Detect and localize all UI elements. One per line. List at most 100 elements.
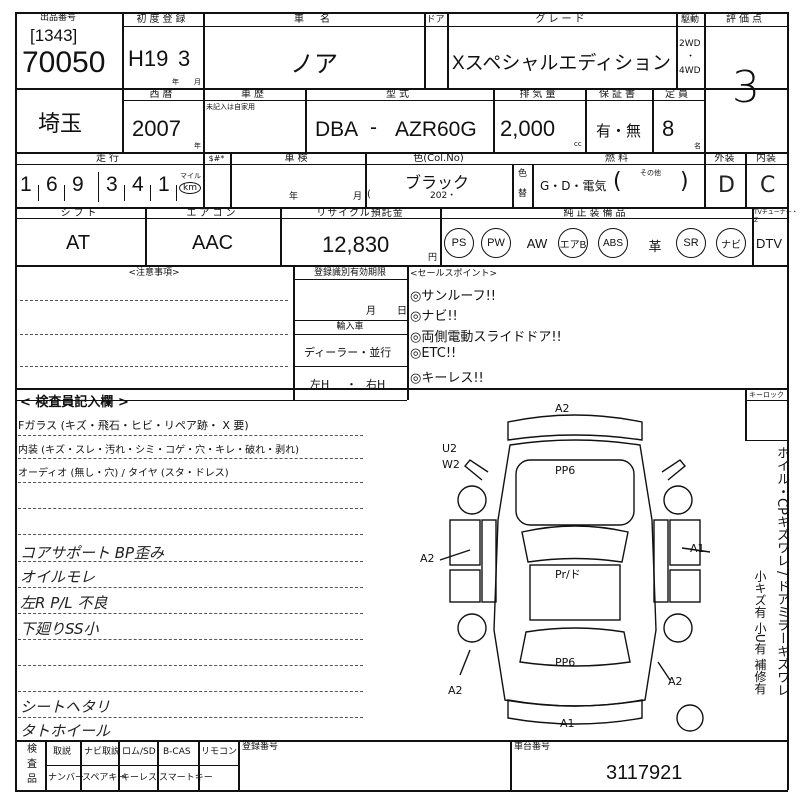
damage-mark: Pr/ド	[555, 568, 581, 581]
model-name-header: 車 名	[294, 14, 333, 25]
registration-expiry-day: 日	[397, 306, 407, 317]
inspector-line	[18, 534, 363, 535]
drive-2wd: 2WD	[679, 39, 701, 49]
damage-mark: A1	[690, 542, 705, 555]
import-right-handle: 右H	[366, 378, 386, 391]
damage-mark: A2	[668, 675, 683, 688]
lot-number-header: 出品番号	[40, 13, 77, 23]
import-left-handle: 左H	[310, 378, 330, 391]
sales-point: ◎キーレス!!	[410, 371, 484, 386]
damage-mark: U2	[442, 442, 457, 455]
import-dealer: ディーラー・並行	[304, 346, 392, 359]
region: 埼玉	[38, 111, 83, 136]
damage-mark: A1	[560, 717, 575, 730]
capacity: 8	[662, 116, 675, 141]
equipment-header: 純正装備品	[563, 208, 629, 219]
inspect-header-char: 検	[27, 744, 37, 755]
mileage-digit: 1	[20, 173, 32, 196]
registration-expiry-header: 登録識別有効期限	[313, 268, 386, 278]
inspector-line	[18, 639, 363, 640]
inspection-year-unit: 年	[289, 192, 299, 202]
drive-4wd: 4WD	[679, 66, 701, 76]
mileage-unit-km: km	[179, 182, 201, 194]
fuel-paren-open: (	[613, 169, 622, 194]
color-change-2: 替	[518, 189, 528, 199]
inspector-line	[18, 665, 363, 666]
fuel-paren-close: )	[680, 169, 689, 194]
chassis-number-header: 車台番号	[514, 742, 551, 752]
inspector-line	[18, 561, 363, 562]
mileage-digit: 4	[132, 173, 144, 196]
inspector-title: < 検査員記入欄 >	[20, 395, 129, 410]
footer-item: B-CAS	[163, 747, 191, 757]
aircon: AAC	[192, 232, 234, 254]
sales-point: ◎サンルーフ!!	[410, 289, 496, 304]
equipment-sunroof: SR	[676, 228, 706, 258]
caution-line	[20, 366, 288, 367]
side-note: 小キズ有 小U有 補修有	[753, 570, 767, 695]
lot-code: [1343]	[30, 26, 78, 45]
door-header: ドア	[426, 15, 445, 25]
displacement-unit: cc	[574, 140, 582, 148]
interior-condition-line: 内装 (キズ・スレ・汚れ・シミ・コゲ・穴・キレ・破れ・剥れ)	[18, 445, 299, 456]
inspection-header: 車検	[284, 153, 311, 164]
shift: AT	[66, 232, 91, 254]
mileage-digit: 1	[158, 173, 170, 196]
interior-header: 内装	[756, 153, 776, 164]
year-unit-2: 年	[194, 142, 201, 150]
inspector-line	[18, 482, 363, 483]
western-year-header: 西暦	[149, 89, 176, 100]
inspect-header: 検 査 品	[22, 742, 42, 787]
mileage-unit-mile: マイル	[180, 172, 201, 180]
caution-line	[20, 300, 288, 301]
displacement-header: 排気量	[519, 89, 559, 100]
sharp-header: $#*	[208, 154, 225, 163]
sales-point-header: <セールスポイント>	[410, 269, 498, 279]
color-header: 色(Col.No)	[413, 153, 464, 164]
inspector-line	[18, 691, 363, 692]
color-change-1: 色	[518, 169, 528, 179]
inspector-line	[18, 717, 363, 718]
model-type-dash: -	[370, 116, 377, 139]
keybox-header: キーロック	[749, 391, 784, 399]
capacity-header: 定員	[665, 89, 691, 100]
displacement: 2,000	[500, 116, 556, 141]
drive-header: 駆動	[680, 15, 699, 25]
glass-line: Fガラス (キズ・飛石・ヒビ・リペア跡・ X 要)	[18, 419, 249, 432]
footer-item: スマートキー	[159, 773, 213, 783]
exterior-grade: D	[718, 173, 735, 198]
audio-tire-line: オーディオ (無し・穴) / タイヤ (スタ・ドレス)	[18, 468, 229, 479]
registration-number-header: 登録番号	[242, 742, 279, 752]
footer-item: 取説	[53, 747, 72, 757]
inspect-header-char: 査	[27, 759, 37, 770]
inspector-line	[18, 508, 363, 509]
mileage-digit: 6	[46, 173, 58, 196]
mileage-digit: 9	[72, 173, 84, 196]
capacity-unit: 名	[694, 142, 701, 150]
equipment-leather: 革	[648, 239, 662, 254]
grade: Xスペシャルエディション	[452, 53, 672, 74]
month-unit: 月	[194, 78, 201, 86]
damage-mark: PP6	[555, 656, 575, 669]
footer-item: スペアキー	[82, 773, 127, 783]
caution-line	[20, 334, 288, 335]
inspect-header-char: 品	[27, 774, 37, 785]
equipment-pw: PW	[481, 228, 511, 258]
tv-tuner: DTV	[756, 236, 782, 251]
score: 3	[732, 62, 760, 113]
warranty: 有・無	[596, 123, 642, 140]
inspector-line	[18, 587, 363, 588]
damage-mark: A2	[555, 402, 570, 415]
caution-header: <注意事項>	[128, 268, 180, 278]
color-paren-open: (	[367, 189, 371, 200]
chassis-number: 3117921	[606, 762, 683, 784]
damage-mark: W2	[442, 458, 460, 471]
fuel-options: G・D・電気	[540, 179, 607, 193]
sales-point: ◎ナビ!!	[410, 309, 458, 324]
mileage-header: 走行	[96, 153, 122, 164]
exterior-header: 外装	[714, 153, 735, 164]
registration-expiry-month: 月	[366, 306, 376, 317]
model-type-header: 型式	[386, 89, 412, 100]
recycle-header: リサイクル預託金	[316, 208, 404, 219]
interior-grade: C	[760, 173, 776, 198]
